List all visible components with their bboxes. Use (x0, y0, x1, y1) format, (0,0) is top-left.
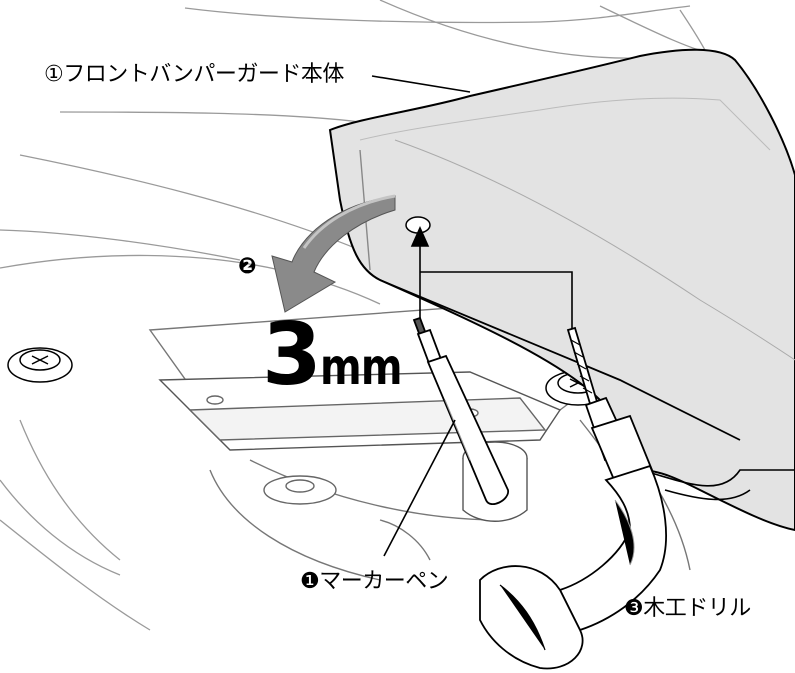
vehicle-body-outline (0, 0, 721, 631)
wood-drill (479, 326, 667, 670)
move-direction-arrow (271, 194, 396, 313)
bumper-guard-label: ①フロントバンパーガード本体 (44, 62, 344, 87)
step-2-marker: ❷ (238, 254, 257, 279)
marker-pen-label: ❶マーカーペン (300, 569, 449, 594)
marker-pen (412, 316, 509, 505)
wood-drill-label: ❸木工ドリル (624, 596, 751, 621)
leader-lines (371, 75, 471, 557)
alignment-lines (410, 226, 573, 330)
dimension-value: 3 (262, 305, 322, 405)
dimension-label: 3mm (262, 312, 422, 398)
dimension-unit: mm (319, 338, 403, 396)
front-bumper-guard (328, 48, 795, 532)
left-bolt (7, 347, 73, 383)
